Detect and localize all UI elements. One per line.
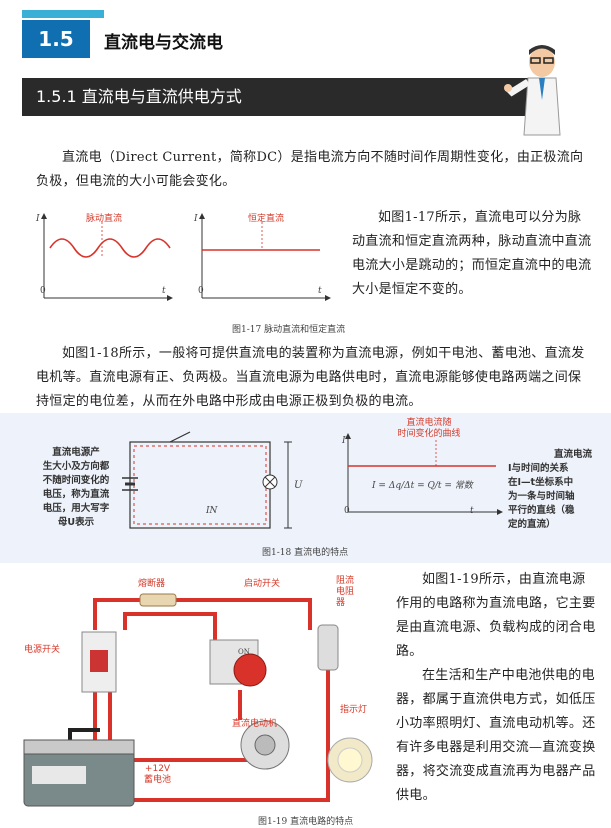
fig17-caption: 图1-17 脉动直流和恒定直流 [232, 325, 346, 335]
fig19-fuse-label: 熔断器 [138, 579, 166, 589]
fig17-right-axis-t: t [318, 286, 322, 296]
fig17-graphs [41, 213, 331, 301]
fig19-start-switch-label: 启动开关 [244, 579, 281, 589]
fig18-graph [345, 433, 503, 515]
fig19-resistor-label: 阻流电阻器 [336, 576, 355, 608]
subsection-title: 1.5.1 直流电与直流供电方式 [36, 87, 242, 106]
fig18-background [0, 413, 611, 563]
fig17-right-origin: 0 [198, 286, 204, 296]
paragraph-fig19-text: 如图1-19所示，由直流电源作用的电路称为直流电路，它主要是由直流电源、负载构成… [396, 572, 596, 659]
fig18-origin: 0 [344, 506, 350, 516]
fig18-axis-i: I [342, 436, 346, 446]
fig19-lamp-label: 指示灯 [340, 705, 368, 715]
fig18-u-label: U [294, 480, 303, 491]
paragraph-dc-applications: 在生活和生产中电池供电的电器，都属于直流供电方式，如低压小功率照明灯、直流电动机… [396, 668, 596, 803]
fig17-right-axis-i: I [194, 214, 198, 224]
fig18-in-label: IN [206, 506, 218, 516]
paragraph-dc-source: 如图1-18所示，一般将可提供直流电的装置称为直流电源，例如干电池、蓄电池、直流… [36, 346, 585, 409]
paragraph-fig17-text: 如图1-17所示，直流电可以分为脉动直流和恒定直流两种，脉动直流中直流电流大小是… [352, 210, 592, 297]
fig18-circuit [122, 431, 292, 529]
fig19-power-switch-label: 电源开关 [24, 645, 61, 655]
fig18-caption: 图1-18 直流电的特点 [262, 548, 349, 558]
section-title: 直流电与交流电 [104, 33, 223, 53]
fig17-constant-label: 恒定直流 [248, 214, 285, 224]
fig17-left-axis-t: t [162, 286, 166, 296]
fig18-right-note: 直流电流 I与时间的关系 在I—t坐标系中 为一条与时间轴 平行的直线（稳 定的… [508, 449, 592, 530]
fig18-top-note: 直流电流随 时间变化的曲线 [397, 418, 461, 439]
subsection-bar [22, 78, 550, 116]
fig19-caption: 图1-19 直流电路的特点 [258, 817, 354, 827]
fig19-battery-label: +12V 蓄电池 [144, 764, 172, 785]
fig18-left-note: 直流电源产 生大小及方向都 不随时间变化的 电压，称为直流 电压，用大写字 母U… [42, 447, 110, 528]
teacher-mascot-illustration [504, 45, 561, 136]
fig19-circuit-illustration [23, 593, 373, 807]
header-accent-bar [22, 10, 104, 18]
fig18-formula: I = Δq/Δt = Q/t = 常数 [372, 481, 473, 491]
fig17-pulsating-wave [49, 238, 171, 258]
fig17-left-origin: 0 [40, 286, 46, 296]
fig17-pulsating-label: 脉动直流 [86, 214, 123, 224]
section-number: 1.5 [22, 20, 90, 58]
fig18-axis-t: t [470, 506, 474, 516]
fig17-left-axis-i: I [36, 214, 40, 224]
paragraph-dc-definition: 直流电（Direct Current，简称DC）是指电流方向不随时间作周期性变化… [36, 150, 584, 189]
fig19-motor-label: 直流电动机 [232, 719, 278, 729]
fig19-on-label: ON [238, 648, 250, 656]
